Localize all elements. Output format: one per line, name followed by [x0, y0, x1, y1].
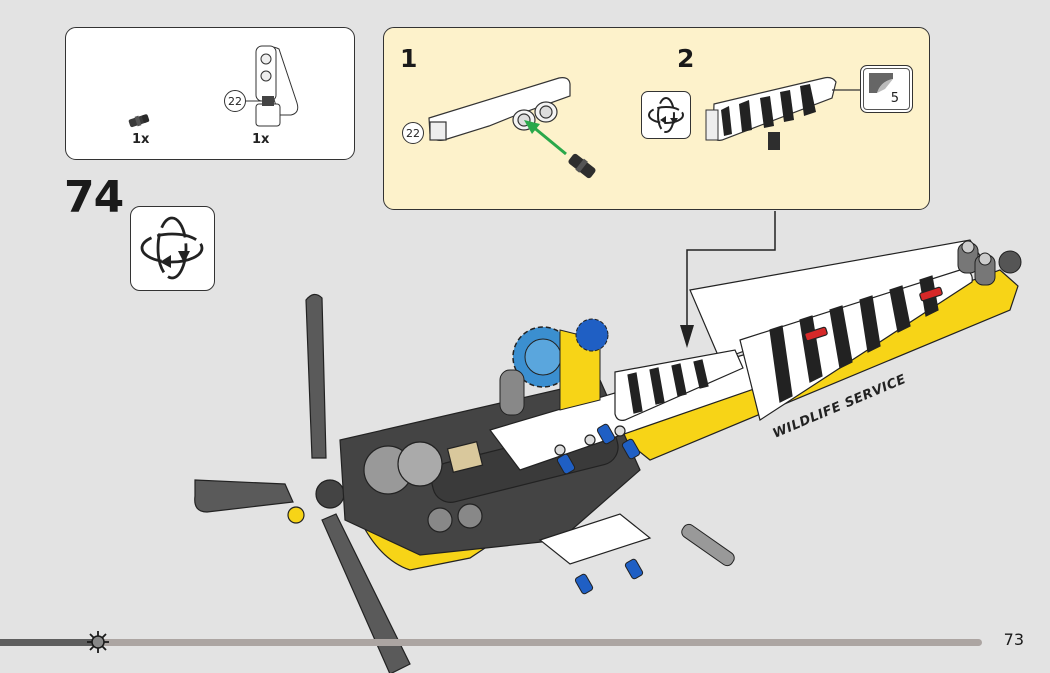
propeller	[194, 293, 411, 673]
progress-bar	[0, 631, 982, 653]
insert-arrow-icon	[524, 120, 567, 156]
zebra-tail-panel	[739, 269, 973, 421]
sticker-number: 5	[890, 91, 899, 106]
gears	[499, 318, 609, 416]
sticker-reference: 5	[860, 65, 913, 113]
parts-list-box: 22 1x 1x	[65, 27, 355, 160]
white-panel-icon	[244, 45, 299, 127]
black-pin-icon	[128, 114, 150, 128]
tail-end-connectors	[957, 240, 1022, 286]
sun-icon	[87, 631, 110, 653]
part-quantity: 1x	[132, 132, 150, 147]
part-label: 22	[224, 90, 246, 112]
grey-axle	[681, 523, 735, 567]
substep-number: 1	[400, 44, 418, 73]
substep-number: 2	[677, 44, 695, 73]
sticker-icon	[869, 73, 893, 93]
part-label: 22	[402, 122, 424, 144]
parts-illustration	[128, 45, 299, 128]
callout-connector-arrow	[680, 211, 776, 348]
zebra-panel-part	[705, 76, 862, 150]
callout-illustration	[428, 76, 862, 179]
rotate-model-icon	[130, 206, 215, 291]
black-pin-part	[568, 153, 596, 179]
blue-pins	[556, 423, 644, 595]
part-quantity: 1x	[252, 132, 270, 147]
zebra-side-panel	[614, 349, 744, 421]
rotate-model-icon	[641, 91, 691, 139]
step-number: 74	[64, 172, 124, 223]
page-number: 73	[1003, 630, 1024, 649]
progress-fill	[0, 639, 99, 646]
